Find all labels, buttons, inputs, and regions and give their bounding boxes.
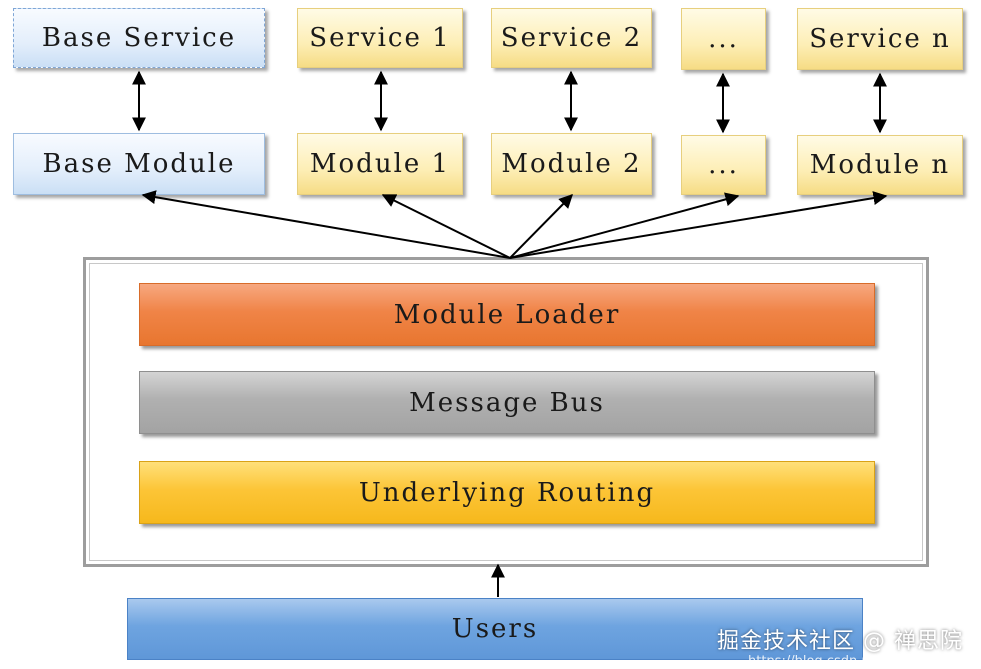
- users-label: Users: [451, 614, 539, 644]
- core-to-base-module-arrow: [141, 190, 511, 259]
- service-1-label: Service 1: [309, 23, 451, 53]
- core-to-module-1-arrow: [381, 194, 511, 259]
- module-loader-label: Module Loader: [393, 299, 621, 330]
- service-2-box: Service 2: [491, 8, 652, 68]
- base-service-box: Base Service: [13, 8, 265, 68]
- watermark-url: https://blog.csdn.net/...: [748, 654, 900, 669]
- base-module-box: Base Module: [13, 133, 265, 195]
- module-2-box: Module 2: [491, 133, 652, 195]
- service-n-box: Service n: [797, 8, 963, 70]
- message-bus-label: Message Bus: [409, 387, 605, 418]
- module-ellipsis-box: ...: [681, 135, 766, 195]
- service-1-box: Service 1: [297, 8, 463, 68]
- module-1-box: Module 1: [297, 133, 463, 195]
- underlying-routing-bar: Underlying Routing: [139, 461, 875, 524]
- module-loader-bar: Module Loader: [139, 283, 875, 346]
- watermark-text: 掘金技术社区 @ 禅思院: [717, 629, 963, 654]
- service-2-label: Service 2: [500, 23, 643, 53]
- core-to-module-ellipsis-arrow: [509, 192, 740, 259]
- module-ellipsis-label: ...: [708, 150, 739, 180]
- module-n-box: Module n: [797, 135, 963, 195]
- base-module-label: Base Module: [42, 149, 236, 179]
- module-1-label: Module 1: [309, 149, 451, 179]
- underlying-routing-label: Underlying Routing: [358, 477, 656, 508]
- service-n-label: Service n: [809, 24, 951, 54]
- module-n-label: Module n: [809, 150, 951, 180]
- base-service-label: Base Service: [41, 23, 237, 53]
- core-to-module-2-arrow: [509, 194, 573, 259]
- message-bus-bar: Message Bus: [139, 371, 875, 434]
- service-ellipsis-label: ...: [708, 24, 739, 54]
- module-2-label: Module 2: [501, 149, 642, 179]
- service-ellipsis-box: ...: [681, 8, 766, 70]
- users-bar: Users: [127, 598, 863, 660]
- core-to-module-n-arrow: [509, 191, 888, 259]
